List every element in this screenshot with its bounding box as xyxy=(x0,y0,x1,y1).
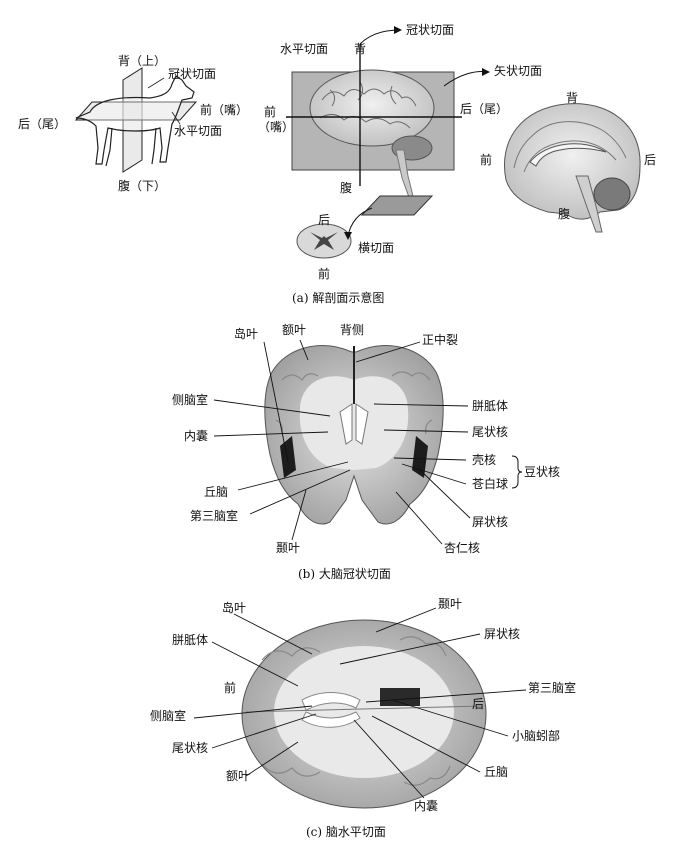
dog-label-back-up: 背（上） xyxy=(118,54,167,68)
coronal-ventricles xyxy=(339,403,369,445)
brain-label-front-bottom: 前 xyxy=(318,267,331,281)
coronal-label-putamen: 壳核 xyxy=(472,453,497,467)
brain-label-mouth: （嘴） xyxy=(258,120,295,134)
coronal-label-temporal: 颞叶 xyxy=(276,541,301,555)
brain-label-back: 背 xyxy=(354,42,367,56)
brain-label-horizontal: 水平切面 xyxy=(280,42,329,56)
caption-panel-b: (b) 大脑冠状切面 xyxy=(298,567,391,581)
arrowhead-transverse xyxy=(344,232,352,240)
lateral-brain xyxy=(309,69,435,147)
coronal-label-lateral-ventricle: 侧脑室 xyxy=(172,393,209,407)
medial-label-back: 背 xyxy=(566,91,579,105)
dog-diagram xyxy=(74,67,198,173)
coronal-label-third-ventricle: 第三脑室 xyxy=(190,509,239,523)
coronal-white-matter xyxy=(299,376,409,470)
brain-label-belly: 腹 xyxy=(340,181,353,195)
medial-brainstem xyxy=(575,175,603,233)
coronal-label-lentiform: 豆状核 xyxy=(524,465,561,479)
caption-panel-a: (a) 解剖面示意图 xyxy=(292,291,385,305)
horizontal-midline xyxy=(245,705,483,713)
spinal-grey-matter xyxy=(310,232,338,250)
horizontal-white-matter xyxy=(274,646,454,778)
coronal-gyri xyxy=(275,371,433,435)
coronal-label-amygdala: 杏仁核 xyxy=(444,541,481,555)
medial-gyri xyxy=(513,121,627,173)
brain-label-transverse: 横切面 xyxy=(358,241,395,255)
coronal-leaders xyxy=(213,339,471,545)
brain-planes-diagram xyxy=(286,26,490,259)
horizontal-label-caudate: 尾状核 xyxy=(172,741,209,755)
horizontal-label-insula: 岛叶 xyxy=(222,601,247,615)
dog-label-rear-tail: 后（尾） xyxy=(18,117,67,131)
dog-horizontal-plane xyxy=(74,101,198,121)
medial-brain-diagram xyxy=(504,103,641,233)
coronal-section xyxy=(264,345,444,525)
coronal-label-frontal: 额叶 xyxy=(282,323,307,337)
brain-label-front: 前 xyxy=(264,105,277,119)
arrowhead-sagittal xyxy=(482,68,490,76)
dog-label-belly-down: 腹（下） xyxy=(118,179,167,193)
transverse-plane xyxy=(360,195,434,216)
horizontal-label-frontal: 额叶 xyxy=(226,769,251,783)
horizontal-label-front: 前 xyxy=(224,681,237,695)
horizontal-section xyxy=(241,619,487,809)
coronal-label-dorsal: 背侧 xyxy=(340,323,365,337)
corpus-callosum-medial xyxy=(529,143,607,167)
coronal-label-internal-capsule: 内囊 xyxy=(184,429,209,443)
horizontal-label-vermis: 小脑蚓部 xyxy=(512,729,561,743)
arrowhead-coronal xyxy=(394,26,402,34)
medial-cerebellum xyxy=(593,177,631,211)
brain-label-sagittal: 矢状切面 xyxy=(494,64,543,78)
horizontal-gyri xyxy=(261,636,451,786)
coronal-label-globus-pallidus: 苍白球 xyxy=(472,477,509,491)
medial-label-front: 前 xyxy=(480,153,493,167)
coronal-label-caudate: 尾状核 xyxy=(472,425,509,439)
lentiform-brace xyxy=(511,455,523,489)
coronal-right-insula-dark xyxy=(412,436,428,478)
horizontal-label-claustrum: 屏状核 xyxy=(484,627,521,641)
lateral-brain-gyri xyxy=(319,81,417,129)
dog-leg-rear xyxy=(105,127,113,167)
coronal-label-claustrum: 屏状核 xyxy=(472,515,509,529)
dog-pointer-horizontal xyxy=(171,111,181,125)
horizontal-leaders xyxy=(193,607,527,799)
coronal-left-insula-dark xyxy=(280,436,296,478)
dog-label-coronal: 冠状切面 xyxy=(168,67,217,81)
dog-label-front-mouth: 前（嘴） xyxy=(200,103,249,117)
dog-label-horizontal: 水平切面 xyxy=(174,124,223,138)
medial-label-rear: 后 xyxy=(644,153,657,167)
horizontal-ventricles xyxy=(301,692,361,728)
horizontal-label-corpus-callosum: 胼胝体 xyxy=(172,633,209,647)
horizontal-label-rear: 后 xyxy=(472,697,485,711)
coronal-label-median-fissure: 正中裂 xyxy=(422,333,459,347)
dog-pointer-coronal xyxy=(147,77,165,89)
horizontal-vermis xyxy=(380,688,420,706)
coronal-label-insula: 岛叶 xyxy=(234,327,259,341)
horizontal-label-internal-capsule: 内囊 xyxy=(414,799,439,813)
caption-panel-c: (c) 脑水平切面 xyxy=(306,825,386,839)
horizontal-label-lateral-ventricle: 侧脑室 xyxy=(150,709,187,723)
medial-label-belly: 腹 xyxy=(558,207,571,221)
brain-label-rear: 后 xyxy=(318,213,331,227)
dog-leg-front xyxy=(151,127,157,165)
dog-body xyxy=(75,75,195,165)
coronal-label-corpus-callosum: 胼胝体 xyxy=(472,399,509,413)
horizontal-label-thalamus: 丘脑 xyxy=(484,765,509,779)
horizontal-label-temporal: 颞叶 xyxy=(438,597,463,611)
coronal-label-thalamus: 丘脑 xyxy=(204,485,229,499)
brain-label-rear-tail: 后（尾） xyxy=(460,102,509,116)
brain-label-coronal: 冠状切面 xyxy=(406,23,455,37)
horizontal-label-third-ventricle: 第三脑室 xyxy=(528,681,577,695)
